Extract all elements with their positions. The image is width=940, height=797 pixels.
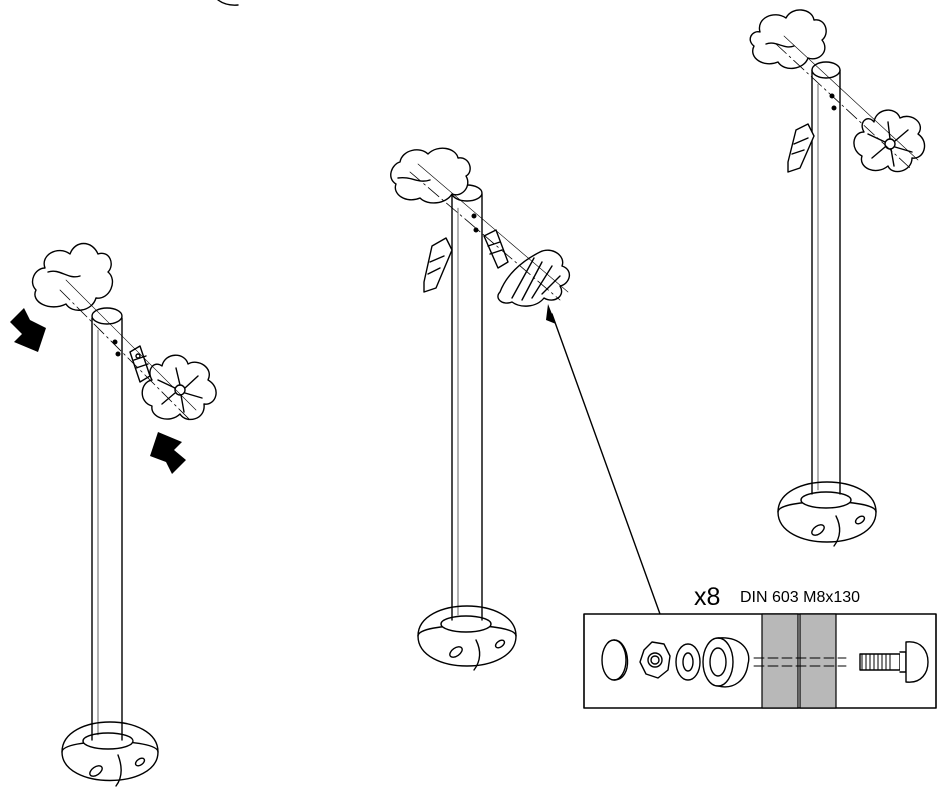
post-middle-bracket-right [483, 229, 509, 269]
post-left-bracket [129, 345, 151, 383]
post-middle-tube [451, 184, 483, 621]
cap-nut-icon [601, 639, 629, 681]
spacer-icon [702, 637, 750, 688]
post-right-base [777, 481, 877, 547]
post-right-bracket [787, 123, 815, 173]
board-section [799, 613, 837, 709]
post-left-bolt-axis [59, 289, 191, 421]
push-arrow-icon [10, 308, 46, 352]
carriage-bolt-icon [859, 641, 929, 683]
post-middle [390, 147, 661, 671]
post-left-base [61, 721, 159, 787]
hardware-quantity: x8 [694, 583, 721, 611]
post-left [10, 242, 217, 787]
post-right-flower-seat [853, 109, 926, 173]
board-section [761, 613, 799, 709]
leader-arrowhead-icon [546, 304, 556, 324]
post-middle-bracket-left [423, 237, 453, 293]
hex-nut-icon [639, 641, 671, 679]
callout-leader-line [551, 313, 661, 615]
push-arrow-icon [150, 432, 186, 474]
post-right-tube [811, 61, 841, 495]
post-middle-shell-seat [497, 249, 570, 307]
post-right [749, 9, 926, 547]
hardware-callout-box [583, 613, 937, 709]
post-middle-bolt-axis [409, 171, 561, 301]
post-middle-cloud-seat [390, 147, 471, 204]
post-left-flower-seat [141, 354, 217, 421]
post-right-bolt-axis [775, 43, 911, 169]
post-left-tube [91, 307, 123, 741]
post-middle-base [417, 605, 517, 671]
edge-fragment [217, 0, 239, 6]
post-right-cloud-seat [749, 9, 827, 69]
post-left-cloud-seat [31, 242, 114, 311]
bolt-path-line [753, 657, 847, 667]
washer-icon [675, 643, 701, 681]
hardware-specification: DIN 603 M8x130 [740, 589, 861, 606]
